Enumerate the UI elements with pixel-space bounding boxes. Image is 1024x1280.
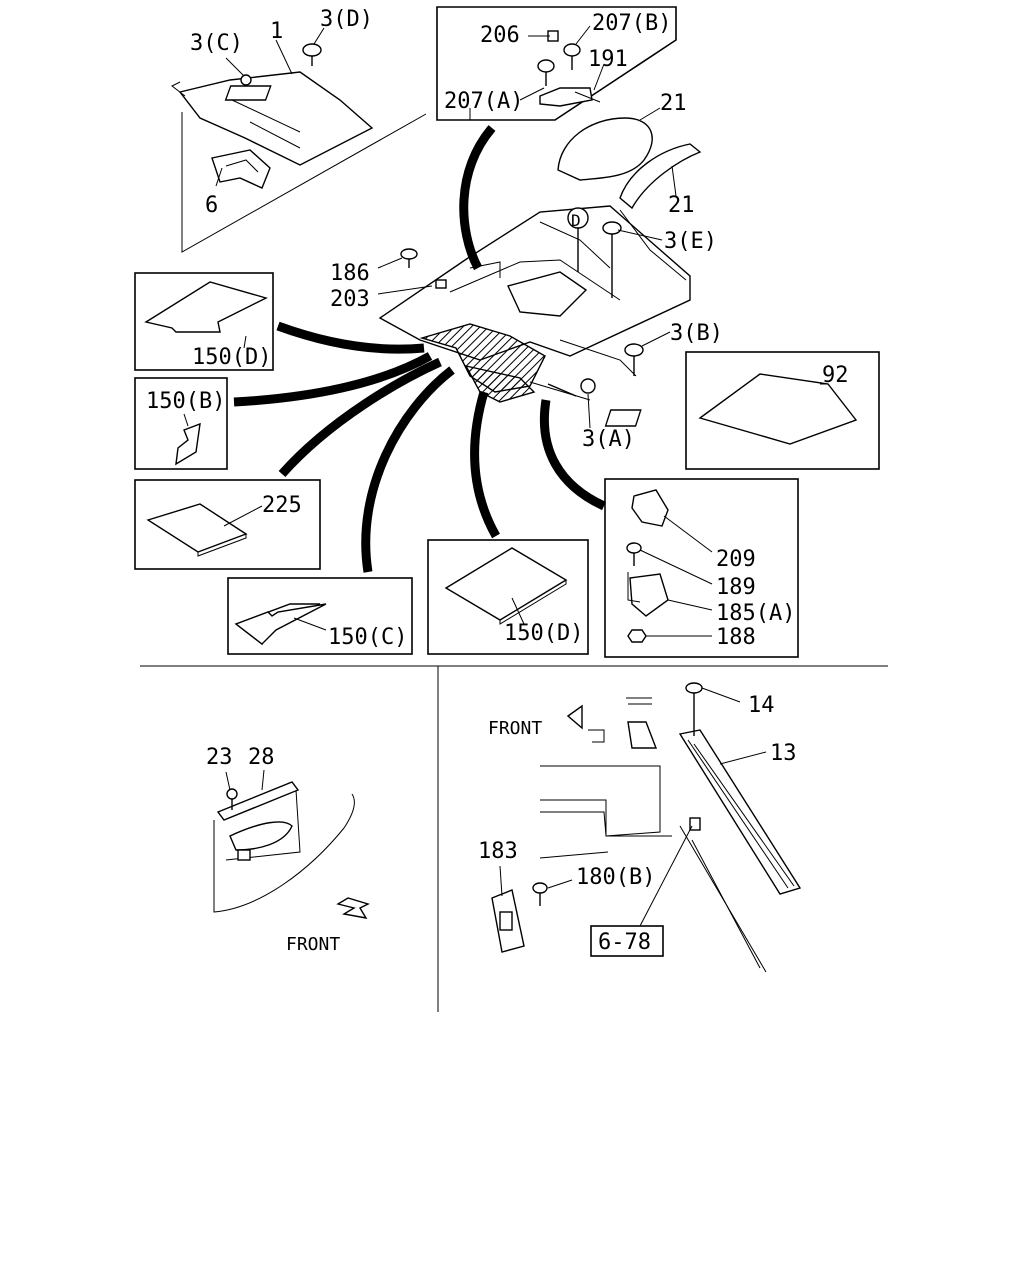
callout-23: 23 — [206, 745, 233, 770]
box-hardware-209 — [604, 478, 799, 658]
callout-28: 28 — [248, 745, 275, 770]
section-dividers — [140, 665, 888, 1012]
callout-185a: 185(A) — [716, 601, 795, 626]
callout-labels: 1 3(D) 3(C) 6 206 207(B) 191 207(A) 21 2… — [146, 7, 849, 955]
callout-13: 13 — [770, 741, 797, 766]
door-sill-detail — [213, 781, 370, 919]
clip-3b-icon — [624, 343, 644, 376]
callout-203: 203 — [330, 287, 370, 312]
callout-150c: 150(C) — [328, 625, 407, 650]
callout-14: 14 — [748, 693, 775, 718]
callout-3e: 3(E) — [664, 229, 717, 254]
callout-209: 209 — [716, 547, 756, 572]
callout-188: 188 — [716, 625, 756, 650]
callout-183: 183 — [478, 839, 518, 864]
callout-207b: 207(B) — [592, 11, 671, 36]
clip-3d-icon — [302, 43, 322, 66]
callout-189: 189 — [716, 575, 756, 600]
callout-225: 225 — [262, 493, 302, 518]
callout-3b: 3(B) — [670, 321, 723, 346]
step-rail-detail — [491, 682, 802, 973]
callout-d: D — [571, 211, 581, 230]
callout-92: 92 — [822, 363, 849, 388]
callout-207a: 207(A) — [444, 89, 523, 114]
marker-d-icon — [567, 207, 589, 272]
front-label-left: FRONT — [286, 934, 340, 955]
callout-150d-lower: 150(D) — [504, 621, 583, 646]
box-mat-150c — [227, 577, 413, 655]
callout-3d: 3(D) — [320, 7, 373, 32]
callout-150b: 150(B) — [146, 389, 225, 414]
callout-180b: 180(B) — [576, 865, 655, 890]
box-pad-150b — [134, 377, 228, 470]
box-clip-bracket — [436, 6, 677, 121]
front-label-right: FRONT — [488, 718, 542, 739]
connector-arcs — [233, 125, 606, 573]
callout-6: 6 — [205, 193, 218, 218]
callout-6-78: 6-78 — [598, 930, 651, 955]
callout-1: 1 — [270, 19, 283, 44]
callout-150d-upper: 150(D) — [192, 345, 271, 370]
box-panel-92 — [604, 351, 880, 470]
cover-part-21-lower — [619, 143, 702, 210]
cover-part-21-upper — [557, 117, 653, 181]
callout-3c: 3(C) — [190, 31, 243, 56]
callout-206: 206 — [480, 23, 520, 48]
callout-191: 191 — [588, 47, 628, 72]
bracket-part-6 — [211, 149, 271, 189]
leader-lines — [183, 25, 828, 927]
floor-cover-part-1 — [171, 71, 427, 253]
box-mat-225 — [134, 479, 321, 570]
box-mat-150d-lower — [427, 539, 589, 655]
callout-21-lower: 21 — [668, 193, 695, 218]
callout-3a: 3(A) — [582, 427, 635, 452]
clip-3e-icon — [602, 221, 622, 298]
clip-3a-icon — [547, 378, 596, 397]
clip-186-icon — [400, 248, 418, 268]
callout-186: 186 — [330, 261, 370, 286]
box-pad-150d-upper — [134, 272, 274, 371]
callout-21-upper: 21 — [660, 91, 687, 116]
